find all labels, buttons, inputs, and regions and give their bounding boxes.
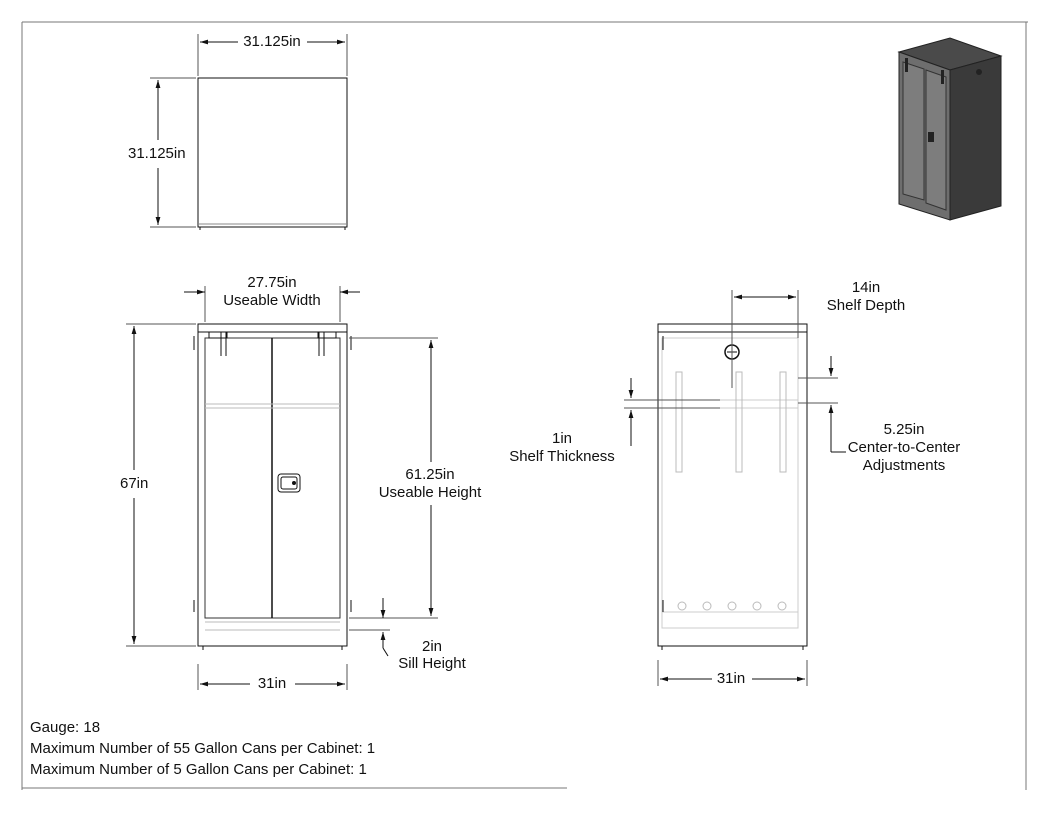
cabinet-isometric-image — [897, 37, 1003, 221]
top-width-label: 31.125in — [243, 33, 301, 50]
front-width-label: 31in — [257, 675, 287, 692]
sill-height-text: Sill Height — [398, 655, 466, 672]
spec-5-gallon-cans: Maximum Number of 5 Gallon Cans per Cabi… — [30, 761, 367, 778]
top-depth-label: 31.125in — [128, 145, 186, 162]
sill-height-value: 2in — [421, 638, 443, 655]
top-view-outline — [197, 77, 348, 228]
shelf-depth-value: 14in — [851, 279, 881, 296]
useable-width-text: Useable Width — [223, 292, 321, 309]
useable-height-value: 61.25in — [405, 466, 455, 483]
useable-width-value: 27.75in — [247, 274, 297, 291]
spec-gauge: Gauge: 18 — [30, 719, 101, 736]
shelf-depth-text: Shelf Depth — [826, 297, 906, 314]
spec-55-gallon-cans: Maximum Number of 55 Gallon Cans per Cab… — [30, 740, 376, 757]
adjustment-text-1: Center-to-Center — [847, 439, 961, 456]
adjustment-text-2: Adjustments — [862, 457, 946, 474]
front-view — [126, 286, 438, 690]
adjustment-value: 5.25in — [883, 421, 925, 438]
side-width-label: 31in — [716, 670, 746, 687]
side-view — [624, 290, 846, 686]
shelf-thickness-text: Shelf Thickness — [509, 448, 615, 465]
overall-height-label: 67in — [120, 475, 149, 492]
front-view-outline — [197, 323, 348, 647]
useable-height-text: Useable Height — [378, 484, 482, 501]
top-view — [150, 34, 348, 230]
shelf-thickness-value: 1in — [551, 430, 573, 447]
sheet-border — [21, 21, 1028, 790]
